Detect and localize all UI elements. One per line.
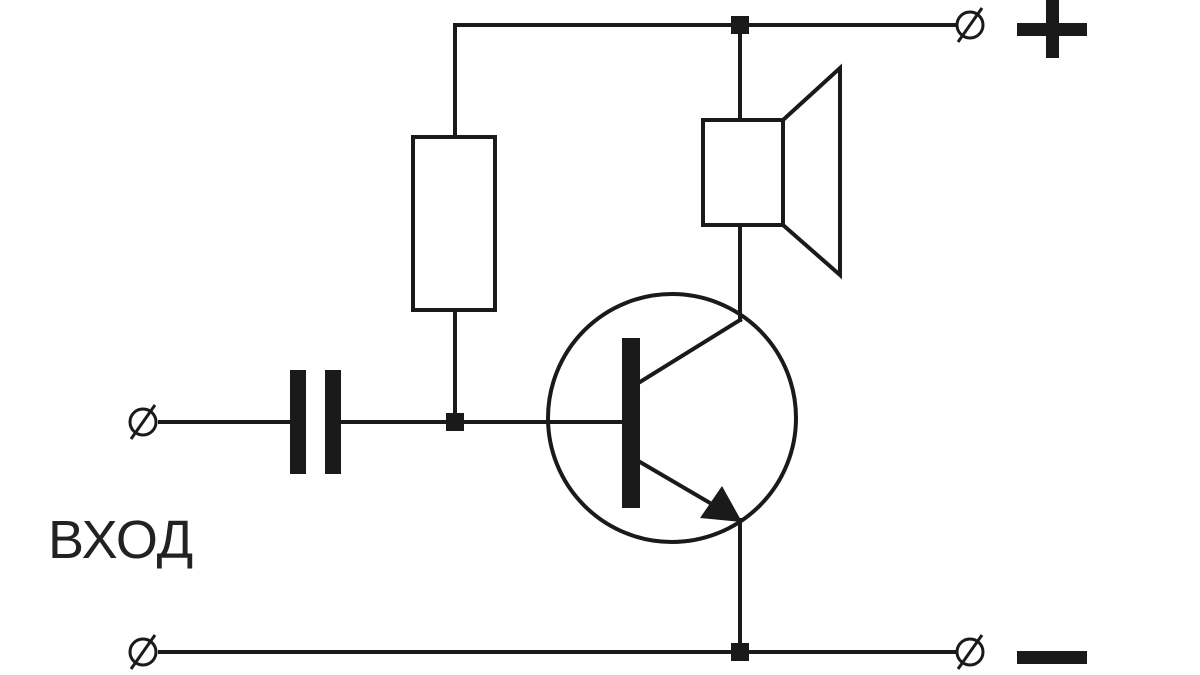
speaker-magnet [701,118,785,227]
junction-dot-top [731,16,749,34]
transistor-emitter-lead [637,459,725,513]
wires [158,23,957,654]
terminal-circle [128,637,158,667]
terminal-slash [956,634,984,670]
supply-rail-wire [453,23,957,137]
terminal-symbol-supply-positive [955,7,985,43]
junction-dot-ground [731,643,749,661]
transistor-collector-lead [637,317,743,385]
terminal-slash [129,634,157,670]
terminal-slash [129,404,157,440]
terminal-slash [956,7,984,43]
speaker-cone [781,63,842,280]
speaker-symbol [701,63,842,280]
terminal-circle [128,407,158,437]
resistor-symbol [411,135,497,312]
capacitor-plate-right [325,370,341,474]
emitter-arrow [700,486,742,522]
terminal-circle [955,637,985,667]
npn-transistor-symbol [546,292,798,544]
junctions [446,16,749,661]
transistor-base-bar [622,338,640,508]
capacitor-plate-left [290,370,306,474]
input-label: ВХОД [48,510,193,570]
terminal-symbol-ground [128,634,158,670]
polarity-signs: + − [1017,0,1087,664]
minus-sign [1017,651,1087,664]
plus-sign-vertical [1046,0,1059,58]
transistor-envelope [546,292,798,544]
terminals [128,7,985,670]
terminal-symbol-input [128,404,158,440]
terminal-symbol-supply-negative [955,634,985,670]
junction-dot-base [446,413,464,431]
terminal-circle [955,10,985,40]
capacitor-symbol [290,370,341,474]
